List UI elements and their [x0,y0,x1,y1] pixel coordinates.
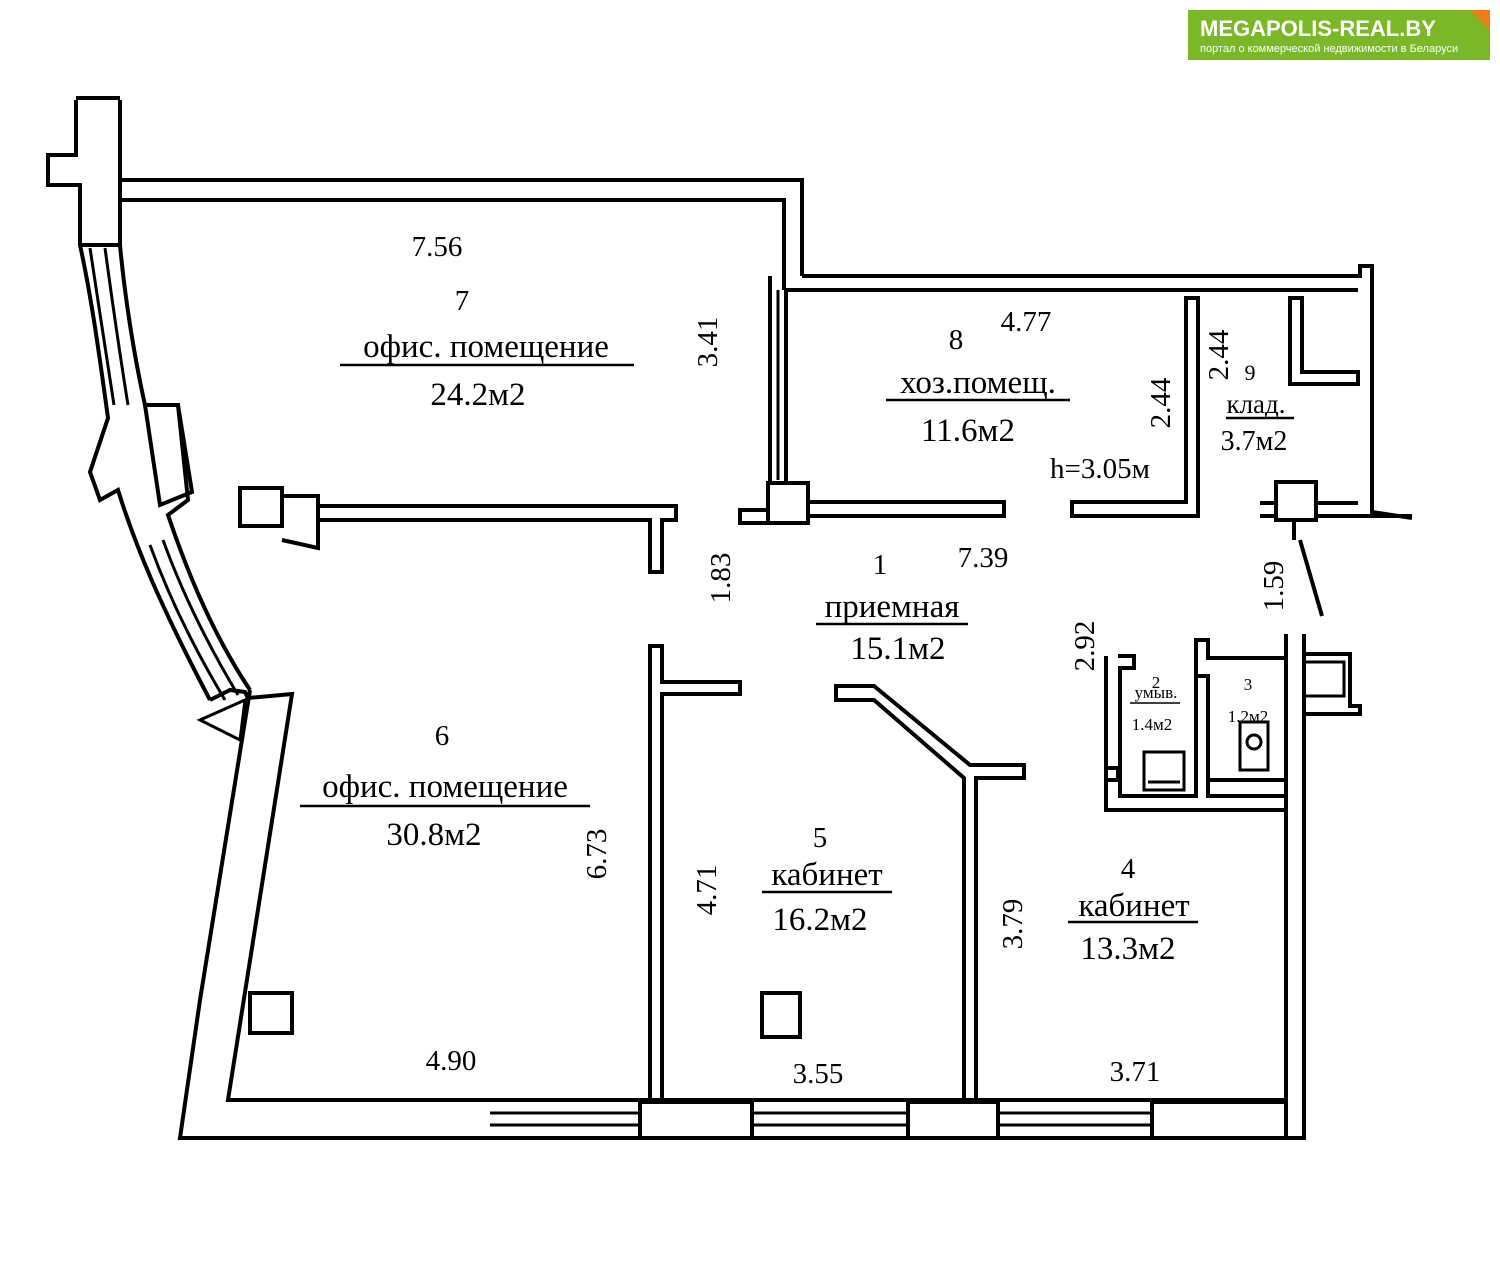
room-area: 11.6м2 [921,413,1015,449]
bottom-pier-1 [638,1100,754,1140]
dimension-label: 7.56 [412,231,463,263]
curved-facade-inner [118,100,252,692]
room-name: кабинет [771,857,882,893]
dimension-label: 1.83 [705,553,737,604]
room-number: 8 [949,324,964,356]
room-area: 1.2м2 [1228,707,1269,726]
toilet [1238,720,1270,772]
room-area: 13.3м2 [1080,931,1175,967]
curved-facade-outer [46,100,212,701]
room-5-label: 5 кабинет 16.2м2 [762,822,892,938]
dimension-label: 2.44 [1145,377,1177,428]
wall-room8-bottom-right [1070,296,1200,518]
mid-pillar [142,403,195,508]
bottom-pier-2 [906,1100,1000,1140]
room-9-label: 9 клад. 3.7м2 [1221,360,1294,457]
room-7-label: 7 офис. помещение 24.2м2 [340,285,634,413]
room-name: офис. помещение [322,769,568,805]
dimension-label: 6.73 [581,829,613,880]
room-area: 1.4м2 [1132,715,1173,734]
room-3-label: 3 1.2м2 [1228,675,1269,726]
room-area: 3.7м2 [1221,426,1288,457]
bathroom-walls [1104,638,1288,812]
walls [46,96,1413,1140]
top-wall-room8 [784,264,1413,520]
top-wall-room7 [120,178,804,290]
curved-window-line-2 [103,247,130,406]
room-4-label: 4 кабинет 13.3м2 [1068,853,1198,967]
dimension-label: 4.71 [691,865,723,916]
room-area: 15.1м2 [850,631,945,667]
left-lower-wall [177,687,490,1140]
left-wall-corner [196,697,247,743]
room-number: 6 [435,720,450,752]
dimension-label: 2.92 [1069,621,1101,672]
room-number: 4 [1121,853,1136,885]
dimension-label: 3.41 [692,317,724,368]
column-center-top [766,481,810,525]
room-6-label: 6 офис. помещение 30.8м2 [300,720,590,853]
bottom-window-lines [490,1111,1152,1127]
dimension-label: 2.44 [1203,329,1235,380]
dimension-label: 3.71 [1110,1056,1161,1088]
wall-room5-room4-diagonal [834,684,1026,1102]
washbasin [1142,750,1186,792]
room-number: 9 [1245,360,1256,385]
corner-pillar [76,96,120,247]
curved-window-line-3 [148,544,227,701]
wall-room8-bottom-left [738,508,770,525]
room-number: 5 [813,822,828,854]
dimension-label: 3.55 [793,1058,844,1090]
dimension-label: 4.77 [1001,306,1052,338]
room-2-label: 2 умыв. 1.4м2 [1130,673,1180,734]
dimension-label: 7.39 [958,542,1009,574]
room-name: кабинет [1078,888,1189,924]
room-area: 24.2м2 [430,377,525,413]
storage-inner-box [1288,296,1360,386]
column-left [238,486,284,528]
logo-title: MEGAPOLIS-REAL.BY [1200,16,1436,41]
toilet-bowl [1245,733,1263,751]
wall-room8-left [768,276,788,484]
wall-room8-bottom [808,500,1006,518]
room-8-label: 8 хоз.помещ. 11.6м2 [886,324,1070,449]
room-name: хоз.помещ. [900,365,1056,401]
room-name: клад. [1226,389,1285,419]
site-logo[interactable]: MEGAPOLIS-REAL.BY портал о коммерческой … [1188,10,1490,60]
curved-window-line-1 [88,247,116,406]
room-name: умыв. [1135,683,1178,702]
room-number: 1 [873,549,888,581]
ceiling-height: h=3.05м [1050,453,1150,485]
wall-pillar-left [281,494,320,551]
wall-room7-room6 [318,504,678,574]
room-number: 2 [1152,673,1161,692]
room-name: офис. помещение [363,329,609,365]
logo-background [1188,10,1490,60]
room-name: приемная [825,589,960,625]
room-area: 30.8м2 [386,817,481,853]
dimension-label: 4.90 [426,1045,477,1077]
dimension-label: 1.59 [1258,561,1290,612]
room-number: 3 [1244,675,1253,694]
logo-subtitle: портал о коммерческой недвижимости в Бел… [1200,43,1458,55]
storage-door-swing [1292,520,1324,617]
room-area: 16.2м2 [772,902,867,938]
dimension-label: 3.79 [997,899,1029,950]
right-wall-niche [1302,660,1346,698]
column-room5 [760,991,802,1039]
right-exterior-wall [1284,634,1362,1140]
column-room6 [248,991,294,1035]
logo-corner-mark [1470,10,1490,30]
dimensions: 7.56 3.41 4.77 2.44 2.44 7.39 1.83 1.59 … [412,231,1290,1090]
curved-window-line-4 [161,539,240,696]
column-storage [1274,480,1318,522]
bottom-pier-3 [1150,1100,1288,1140]
room-1-label: 1 приемная 15.1м2 [816,549,968,667]
room-number: 7 [455,285,470,317]
